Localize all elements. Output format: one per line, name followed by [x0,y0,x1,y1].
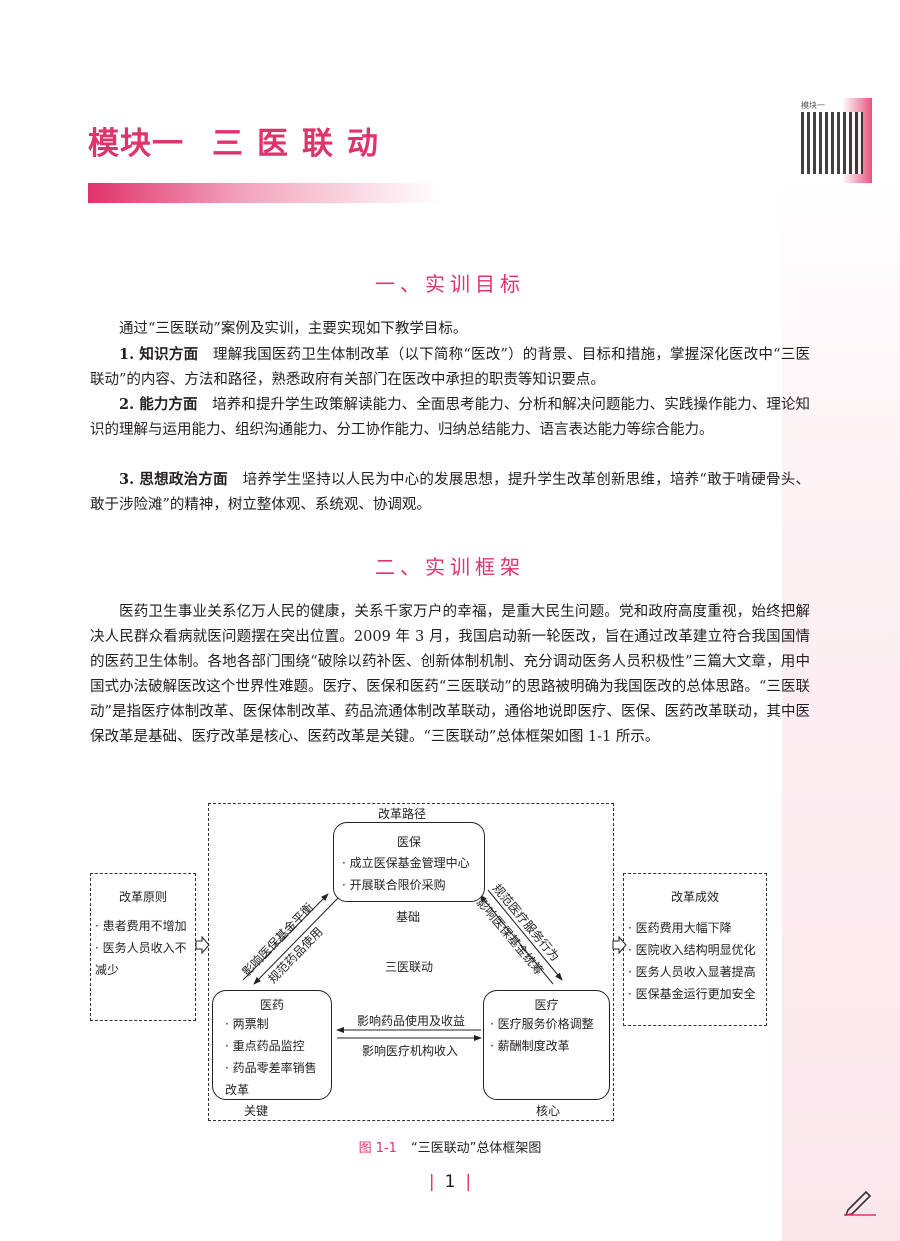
arrow-label: 影响药品使用及收益 [357,1014,466,1028]
qr-code-icon [801,112,863,174]
section-heading: 二、实训框架 [375,555,525,579]
center-label: 三医联动 [385,960,434,974]
yiliao-box: 医疗 · 医疗服务价格调整· 薪酬制度改革 [483,990,610,1100]
yiyao-box: 医药 · 两票制· 重点药品监控· 药品零差率销售改革 [212,990,332,1100]
qr-code[interactable]: 模块一 [797,98,872,183]
principles-box: 改革原则 · 患者费用不增加· 医务人员收入不减少 [90,873,196,1021]
pen-icon [844,1190,876,1216]
arrow-yiliao-to-yibao [479,894,554,985]
page-number: |1| [428,1172,472,1192]
paragraph: 2. 能力方面 培养和提升学生政策解读能力、全面思考能力、分析和解决问题能力、实… [90,396,811,438]
arrow-right-icon [612,935,627,955]
paragraph: 3. 思想政治方面 培养学生坚持以人民为中心的发展思想，提升学生改革创新思维，培… [90,471,810,513]
reform-path-box [208,803,614,1121]
side-strip [782,180,900,1241]
arrow-right-icon [195,935,210,955]
yibao-box: 医保 · 成立医保基金管理中心· 开展联合限价采购 [333,822,485,902]
results-list: · 医药费用大幅下降· 医院收入结构明显优化· 医务人员收入显著提高· 医保基金… [628,921,756,1001]
results-box: 改革成效 · 医药费用大幅下降· 医院收入结构明显优化· 医务人员收入显著提高·… [623,873,767,1026]
paragraph: 通过“三医联动”案例及实训，主要实现如下教学目标。 [119,321,468,337]
arrow-yibao-to-yiyao [253,897,339,985]
title-decor-bar [88,183,440,203]
paragraph: 医药卫生事业关系亿万人民的健康，关系千家万户的幸福，是重大民生问题。党和政府高度… [90,604,810,745]
section-heading: 一、实训目标 [375,272,525,296]
principles-list: · 患者费用不增加· 医务人员收入不减少 [95,919,187,977]
arrow-yibao-to-yiliao [487,889,563,981]
paragraph: 1. 知识方面 理解我国医药卫生体制改革（以下简称“医改”）的背景、目标和措施，… [90,346,810,388]
arrow-yiyao-to-yibao [242,893,329,981]
module-title: 模块一三医联动 [88,126,392,162]
arrow-label: 影响医疗机构收入 [362,1044,459,1058]
figure-caption: 图 1-1“三医联动”总体框架图 [358,1141,542,1156]
